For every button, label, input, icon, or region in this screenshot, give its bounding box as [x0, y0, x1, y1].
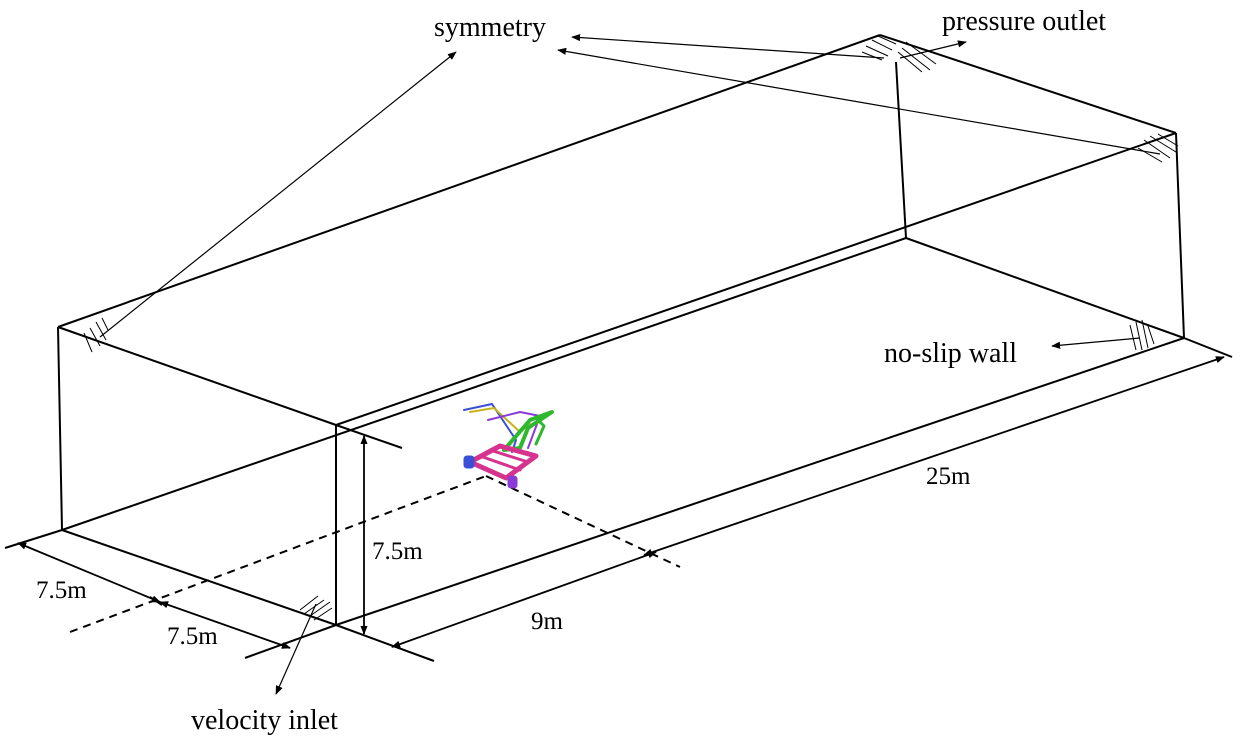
leader-symmetry-top	[571, 33, 885, 59]
dim-width-right	[159, 601, 291, 649]
back-left-vertical	[895, 61, 907, 239]
bottom-left-edge	[61, 237, 907, 531]
model-frame-blue	[463, 403, 517, 453]
bottom-back-edge	[905, 237, 1185, 339]
pantograph-model	[463, 403, 554, 489]
dimension-arrows	[17, 356, 1225, 649]
top-right-edge	[335, 132, 1177, 426]
model-frame-purple	[487, 411, 541, 449]
dim-width-left	[17, 542, 161, 603]
centerlines	[69, 475, 681, 633]
back-right-vertical	[1175, 132, 1185, 339]
lateral-centerline	[485, 475, 681, 568]
leader-no-slip-wall	[1051, 337, 1141, 349]
leader-velocity-inlet	[275, 603, 317, 695]
top-back-edge	[879, 34, 1177, 134]
model-wheel-right	[507, 475, 518, 489]
extension-lines	[4, 337, 1233, 662]
top-front-edge	[57, 326, 337, 426]
leader-pressure-outlet	[899, 40, 967, 59]
model-arm-green-2	[534, 416, 546, 446]
face-hatch-marks	[83, 35, 1179, 621]
leader-symmetry-left	[99, 51, 457, 338]
model-base-cross	[478, 448, 530, 472]
label-velocity-inlet: velocity inlet	[191, 705, 338, 736]
longitudinal-centerline	[69, 475, 487, 633]
top-left-edge	[57, 34, 881, 328]
dim-text-upstream: 9m	[531, 608, 564, 635]
label-no-slip-wall: no-slip wall	[884, 338, 1017, 369]
front-left-vertical	[57, 326, 63, 531]
model-wheel-left	[463, 455, 475, 469]
dim-text-width-left: 7.5m	[36, 577, 87, 604]
dim-text-width-right: 7.5m	[167, 623, 218, 650]
dim-length	[643, 356, 1225, 556]
label-symmetry: symmetry	[434, 12, 546, 43]
leader-symmetry-right	[557, 47, 1161, 155]
label-pressure-outlet: pressure outlet	[942, 6, 1106, 37]
leader-lines	[99, 33, 1161, 695]
dim-text-height: 7.5m	[372, 538, 423, 565]
dim-upstream	[391, 551, 657, 648]
dim-text-length: 25m	[926, 463, 971, 490]
computational-domain-box	[57, 34, 1185, 626]
